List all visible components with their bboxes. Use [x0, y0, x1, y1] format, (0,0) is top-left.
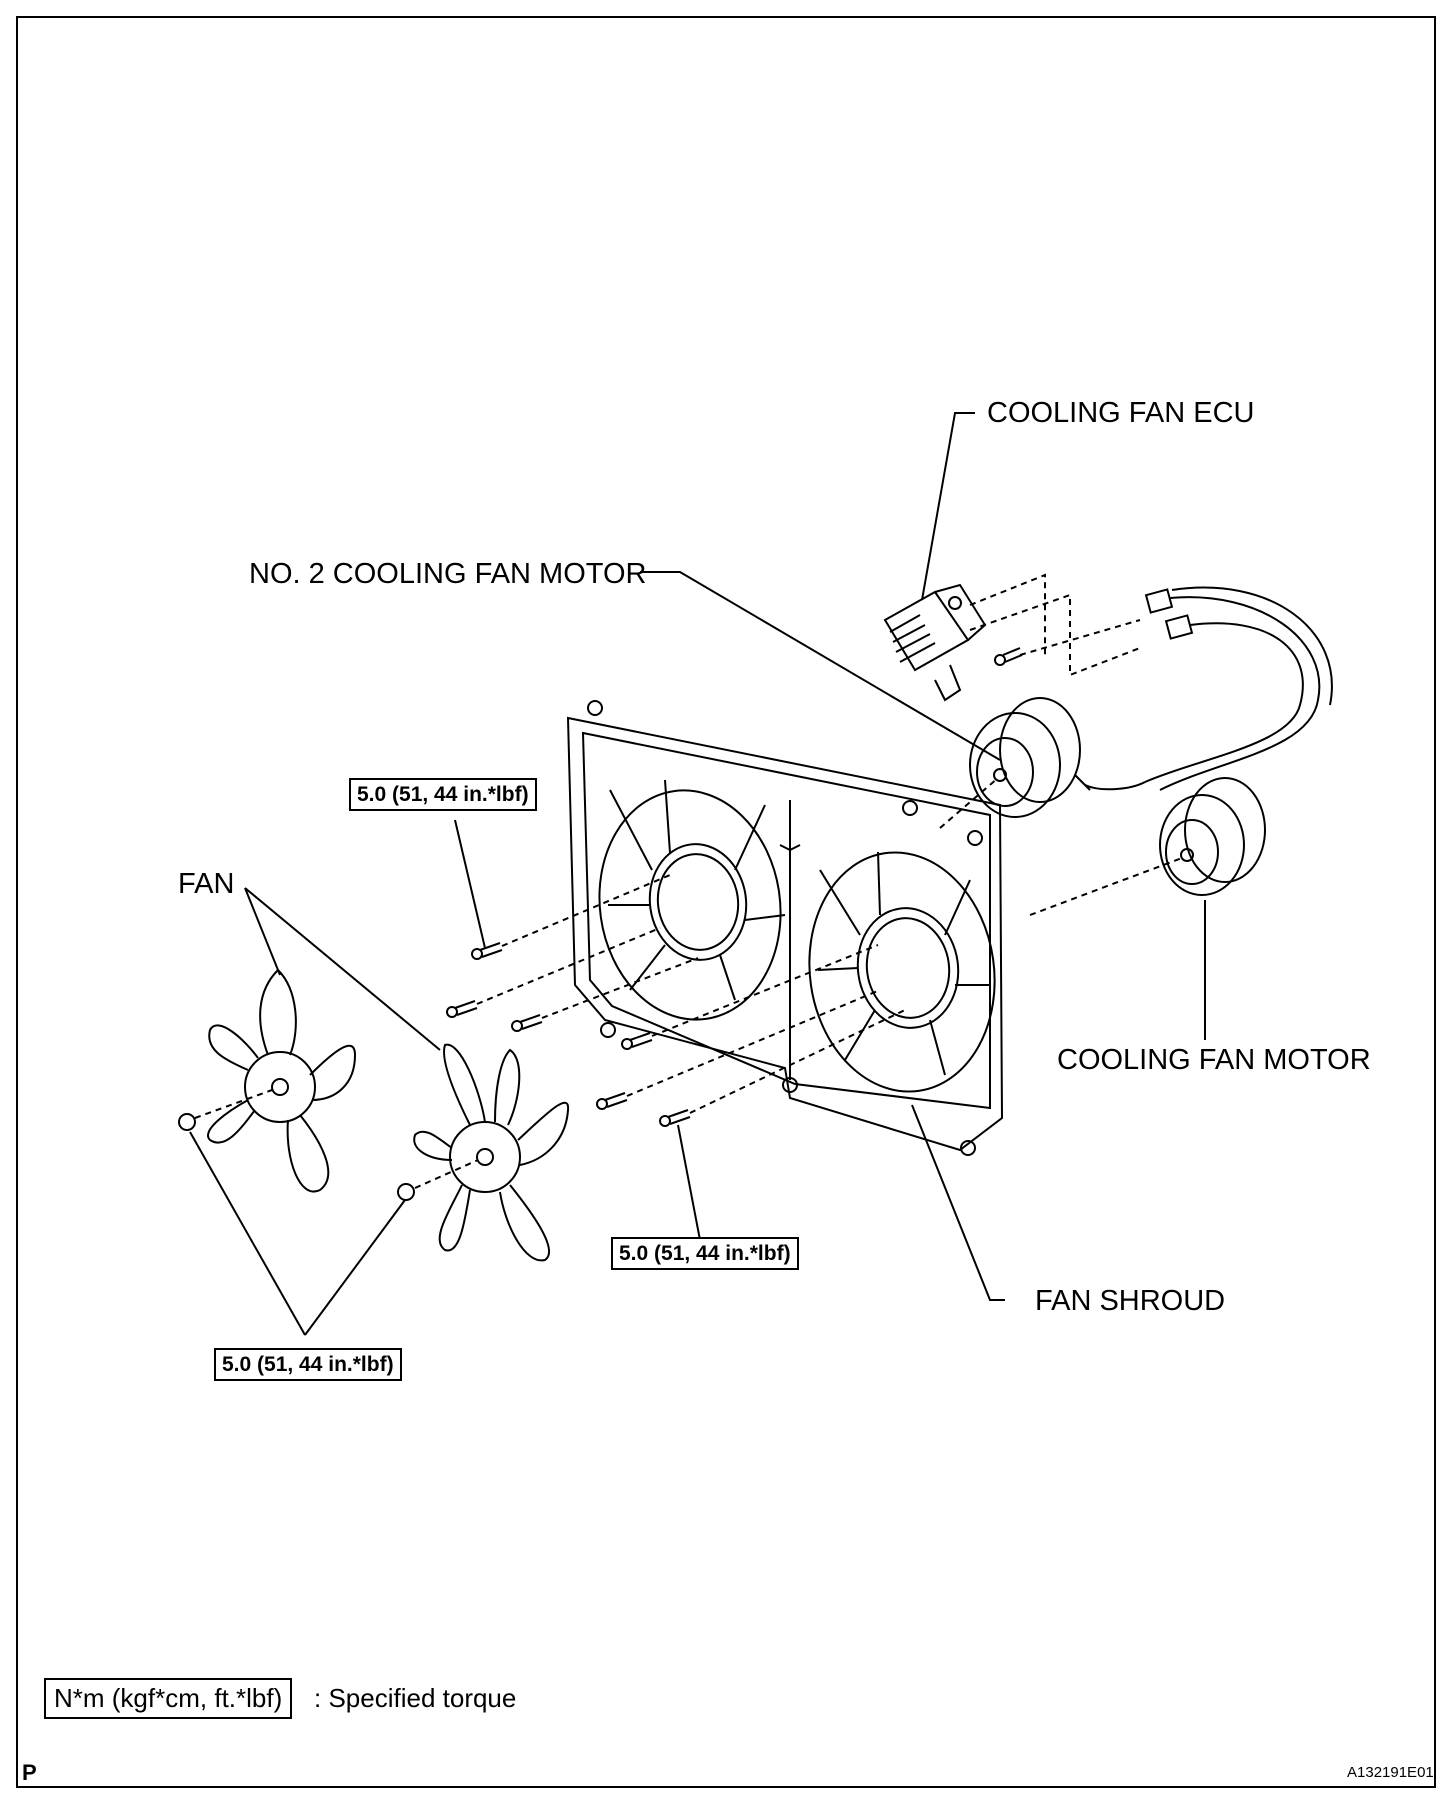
- label-cooling-fan-ecu: COOLING FAN ECU: [987, 397, 1255, 429]
- no2-cooling-fan-motor: [969, 697, 1091, 818]
- ecu-guide-lines: [969, 573, 1141, 677]
- bolt-guide-lines: [476, 874, 906, 1114]
- fan-right: [413, 1043, 570, 1262]
- fan-left: [207, 968, 357, 1193]
- leader-lines: [189, 412, 1206, 1336]
- cooling-fan-ecu: [883, 583, 1023, 702]
- label-cooling-fan-motor: COOLING FAN MOTOR: [1057, 1044, 1371, 1076]
- fan-shroud: [566, 700, 1004, 1156]
- legend-unit-box: N*m (kgf*cm, ft.*lbf): [44, 1678, 293, 1719]
- legend-description: : Specified torque: [314, 1683, 517, 1713]
- fan-nuts: [178, 1113, 415, 1201]
- motor-guide-lines: [939, 777, 1183, 916]
- label-fan: FAN: [178, 868, 235, 900]
- page-mark: P: [22, 1760, 37, 1785]
- label-fan-shroud: FAN SHROUD: [1035, 1285, 1226, 1317]
- torque-spec-bolts-upper: 5.0 (51, 44 in.*lbf): [349, 778, 537, 812]
- diagram-frame: [16, 16, 1436, 1788]
- cooling-fan-motor: [1159, 777, 1266, 896]
- figure-code: A132191E01: [1347, 1764, 1434, 1781]
- fan-guide-lines: [194, 1089, 479, 1189]
- wire-harness: [1084, 586, 1333, 791]
- torque-spec-fan-nuts: 5.0 (51, 44 in.*lbf): [214, 1348, 402, 1382]
- label-no2-cooling-fan-motor: NO. 2 COOLING FAN MOTOR: [249, 558, 647, 590]
- torque-spec-bolts-lower: 5.0 (51, 44 in.*lbf): [611, 1237, 799, 1271]
- shroud-bolts: [446, 942, 691, 1127]
